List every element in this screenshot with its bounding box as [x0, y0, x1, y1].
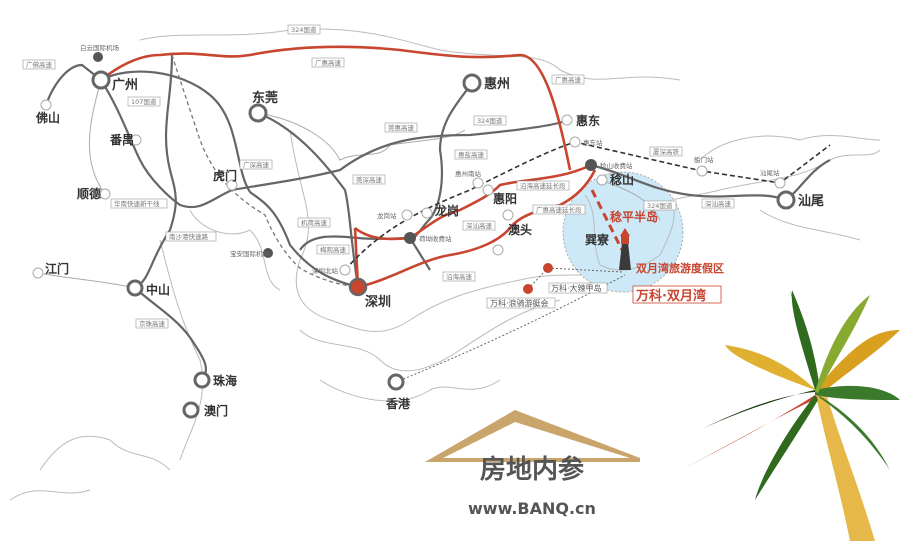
toll-icons	[93, 52, 597, 258]
major-city-nodes	[91, 70, 796, 419]
toll-icon	[585, 159, 597, 171]
road-label: 机荷高速	[301, 218, 328, 227]
city-label-longgang: 龙岗	[435, 203, 459, 218]
city-label-huizhou: 惠州	[484, 76, 510, 92]
label-resort: 双月湾旅游度假区	[636, 261, 724, 275]
label-renping-peninsula: 稔平半岛	[610, 209, 658, 224]
label-shanwei-station: 汕尾站	[760, 168, 780, 177]
label-houmen-station: 鲘门站	[694, 155, 714, 164]
road-label: 广惠高速	[555, 75, 582, 84]
road-label: 莞惠高速	[388, 123, 415, 132]
road-label: 324国道	[647, 201, 673, 210]
label-heao-toll: 荷坳收费站	[419, 234, 452, 243]
road-label: 深汕高速	[705, 199, 732, 208]
guangshen-rail-dashed	[171, 54, 359, 288]
city-label-humen: 虎门	[213, 168, 237, 183]
banq-logo: 房地内参 www.BANQ.cn	[425, 410, 640, 518]
city-label-huidong: 惠东	[576, 113, 600, 128]
road-label: 107国道	[131, 97, 157, 106]
road-label: 324国道	[477, 116, 503, 125]
road-label: 广佛高速	[26, 60, 53, 69]
label-baoan-airport: 宝安国际机场	[230, 249, 270, 258]
city-label-shenzhen: 深圳	[365, 294, 391, 310]
city-label-xunliao: 巽寮	[585, 232, 610, 247]
road-label: 南沙港快速路	[169, 232, 209, 241]
road-label: 厦深高铁	[653, 147, 680, 156]
road-label: 深汕高速	[466, 221, 493, 230]
city-label-shanwei: 汕尾	[798, 193, 824, 209]
label-dalajia: 万科·大辣甲岛	[551, 283, 602, 293]
label-longgang-station: 龙岗站	[377, 211, 397, 220]
logo-url: www.BANQ.cn	[468, 499, 596, 518]
toll-icon	[404, 232, 416, 244]
road-label: 惠盐高速	[458, 150, 485, 159]
city-label-shunde: 顺德	[77, 186, 101, 201]
label-renshan-toll: 稔山收费站	[600, 161, 633, 170]
road-label: 沿海高速	[446, 272, 473, 281]
label-shenzhen-north: 深圳北站	[312, 266, 339, 275]
label-huidong-station: 惠东站	[583, 138, 603, 147]
logo-name: 房地内参	[480, 454, 584, 485]
road-label: 梅观高速	[320, 245, 347, 254]
road-label: 广惠高速延长段	[536, 205, 582, 214]
airport-icon	[263, 248, 273, 258]
city-label-jiangmen: 江门	[45, 261, 69, 276]
road-label: 京珠高速	[139, 319, 166, 328]
airport-icon	[93, 52, 103, 62]
road-label: 沿海高速延长段	[520, 181, 566, 190]
city-label-panyu: 番禺	[109, 132, 134, 147]
city-label-macau: 澳门	[204, 403, 228, 418]
route-lines	[100, 45, 624, 289]
xiashen-railway-line	[344, 141, 831, 271]
peninsula-route-dashed	[590, 189, 624, 251]
road-label: 广深高速	[243, 160, 270, 169]
label-huizhou-south: 惠州南站	[455, 169, 482, 178]
road-label: 华南快速新干线	[114, 199, 160, 208]
label-langqi: 万科·浪骑游艇会	[490, 298, 549, 308]
city-label-guangzhou: 广州	[112, 77, 138, 93]
city-label-dongguan: 东莞	[252, 90, 278, 106]
road-label: 324国道	[291, 25, 317, 34]
city-label-renshan: 稔山	[610, 172, 634, 187]
city-label-hongkong: 香港	[385, 396, 411, 411]
lighthouse-icon	[619, 228, 631, 270]
road-labels: 324国道 广惠高速 广佛高速 107国道 莞惠高速 广深高速 莞深高速 华南快…	[22, 24, 735, 329]
city-label-zhuhai: 珠海	[213, 373, 237, 388]
palm-tree-illustration	[680, 290, 900, 541]
road-label: 广惠高速	[315, 58, 342, 67]
city-label-huiyang: 惠阳	[493, 191, 517, 206]
city-label-foshan: 佛山	[35, 110, 60, 125]
road-label: 莞深高速	[356, 175, 383, 184]
city-label-aotou: 澳头	[508, 222, 532, 237]
station-nodes	[32, 99, 786, 279]
label-vanke-project: 万科·双月湾	[635, 288, 706, 304]
label-baiyun-airport: 白云国际机场	[80, 43, 120, 52]
city-label-zhongshan: 中山	[146, 282, 170, 297]
